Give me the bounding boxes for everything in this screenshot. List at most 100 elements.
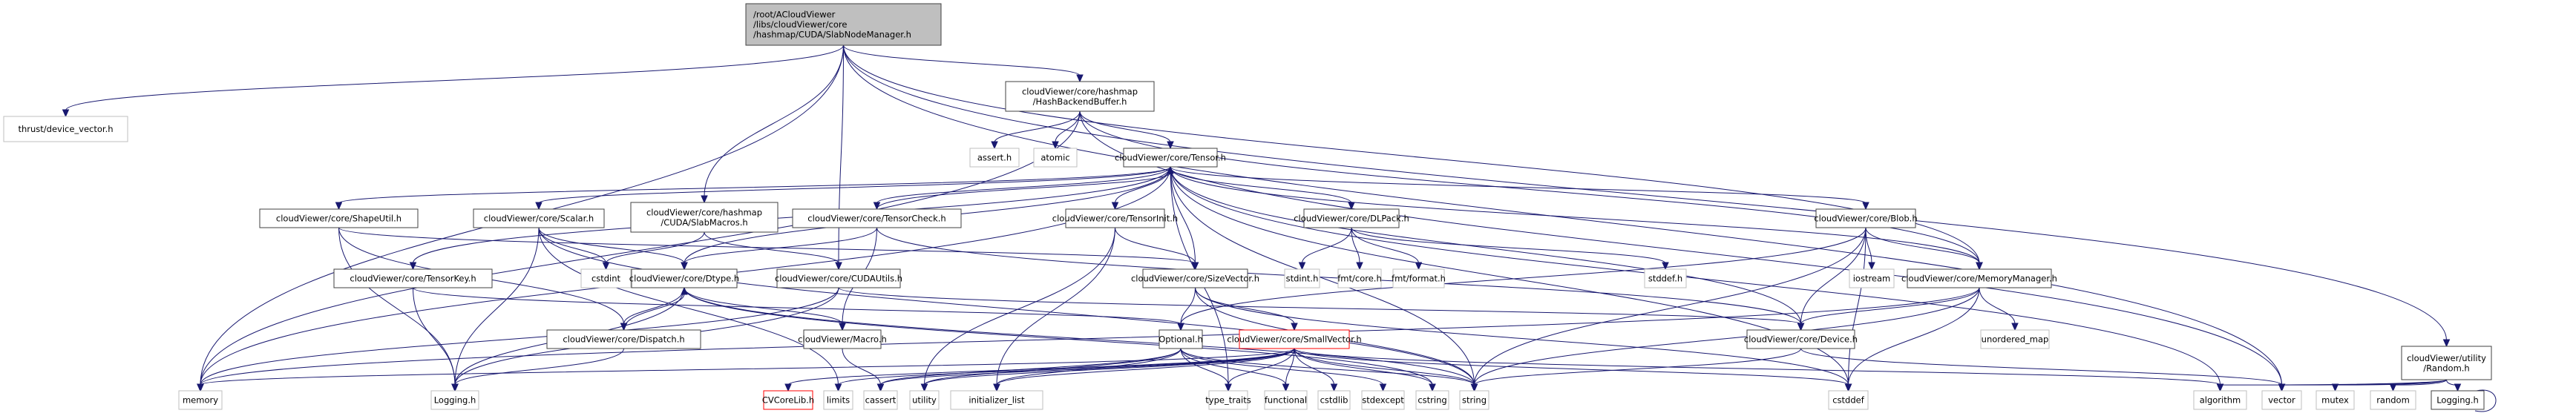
arrowhead-icon	[451, 383, 459, 392]
node-label: cloudViewer/core/TensorCheck.h	[807, 214, 945, 224]
arrowhead-icon	[1844, 383, 1852, 392]
edge-tensor-to-algorithm	[1170, 166, 2221, 386]
edge-root-to-thrust	[65, 44, 844, 111]
node-label: cstdint	[591, 274, 621, 284]
arrowhead-icon	[335, 202, 343, 211]
node-sizevector[interactable]: cloudViewer/core/SizeVector.h	[1131, 268, 1259, 288]
edge-tensor-to-sizevector	[1170, 166, 1196, 264]
node-random[interactable]: cloudViewer/utility/Random.h	[2401, 346, 2492, 380]
node-label: cloudViewer/core/hashmap	[1022, 86, 1138, 96]
node-box	[2261, 390, 2302, 410]
node-random_std: random	[2370, 390, 2416, 410]
arrowhead-icon	[993, 383, 1000, 392]
edge-cudautils-to-device	[838, 287, 1801, 325]
node-label: type_traits	[1205, 395, 1251, 406]
node-box	[763, 390, 813, 410]
edge-tensorkey-to-optional	[413, 287, 1182, 325]
node-label: iostream	[1853, 274, 1891, 284]
arrowhead-icon	[2278, 383, 2286, 392]
node-label: functional	[1265, 395, 1307, 406]
edge-scalar-to-logging	[454, 227, 540, 386]
node-box	[2193, 390, 2247, 410]
edge-scalar-to-cstdint	[538, 227, 606, 264]
arrowhead-icon	[2011, 323, 2019, 331]
arrowhead-icon	[1356, 262, 1363, 271]
arrowhead-icon	[1862, 202, 1869, 211]
node-macro[interactable]: cloudViewer/Macro.h	[798, 329, 887, 349]
node-label: cloudViewer/core/ShapeUtil.h	[276, 214, 402, 224]
edge-tensorkey-to-logging	[413, 287, 456, 386]
node-label: Logging.h	[434, 395, 476, 406]
node-root[interactable]: /root/ACloudViewer/libs/cloudViewer/core…	[745, 3, 942, 46]
arrowhead-icon	[991, 141, 998, 150]
node-memmgr[interactable]: cloudViewer/core/MemoryManager.h	[1901, 268, 2057, 288]
node-box	[1907, 268, 2052, 288]
node-stddef: stddef.h	[1644, 268, 1687, 288]
node-type_traits: type_traits	[1205, 390, 1251, 410]
edge-shapeutil-to-sizevector	[338, 227, 1196, 264]
edge-logging-self-loop	[2474, 389, 2497, 412]
arrowhead-icon	[873, 202, 881, 211]
edge-root-to-slabmacros	[704, 44, 844, 197]
edge-tensor-to-device	[1170, 166, 1801, 325]
node-label: stddef.h	[1648, 274, 1682, 284]
arrowhead-icon	[1167, 165, 1174, 174]
node-tensorcheck[interactable]: cloudViewer/core/TensorCheck.h	[792, 208, 962, 228]
edge-smallvector-to-utility	[924, 348, 1295, 386]
edge-memmgr-to-memory	[200, 287, 1980, 386]
edge-dlpack-to-stddef	[1351, 227, 1666, 264]
edge-random-to-vector	[2281, 379, 2447, 386]
node-label: cloudViewer/core/SmallVector.h	[1227, 334, 1361, 345]
node-shapeutil[interactable]: cloudViewer/core/ShapeUtil.h	[259, 208, 419, 228]
node-label: cstring	[1418, 395, 1446, 406]
node-label: cloudViewer/core/SizeVector.h	[1131, 274, 1259, 284]
node-blob[interactable]: cloudViewer/core/Blob.h	[1814, 208, 1918, 228]
arrowhead-icon	[839, 323, 846, 331]
arrowhead-icon	[784, 383, 792, 392]
node-cvcorelib[interactable]: CVCoreLib.h	[762, 390, 814, 410]
node-label: vector	[2268, 395, 2295, 406]
node-box	[1746, 329, 1855, 349]
edge-smallvector-to-cvcorelib	[787, 348, 1295, 386]
arrowhead-icon	[2331, 383, 2339, 392]
node-tensorinit[interactable]: cloudViewer/core/TensorInit.h	[1052, 208, 1178, 228]
node-assert: assert.h	[969, 148, 1020, 168]
edge-tensorcheck-to-tensor	[876, 172, 1171, 210]
node-smallvector[interactable]: cloudViewer/core/SmallVector.h	[1227, 329, 1362, 349]
node-device[interactable]: cloudViewer/core/Device.h	[1744, 329, 1858, 349]
edge-dispatch-to-logging	[454, 348, 624, 386]
node-tensor[interactable]: cloudViewer/core/Tensor.h	[1115, 148, 1226, 168]
node-label: cstdlib	[1320, 395, 1348, 406]
edge-root-to-hbb	[843, 44, 1081, 76]
edge-blob-to-memmgr	[1865, 227, 1980, 264]
node-label: string	[1462, 395, 1487, 406]
edge-hbb-to-memory	[200, 110, 1081, 386]
edge-slabmacros-to-cstdint	[606, 231, 705, 264]
node-stdint: stdint.h	[1284, 268, 1320, 288]
edge-dlpack-to-fmtformat	[1351, 227, 1419, 264]
edge-device-to-vector	[1800, 348, 2282, 386]
node-dlpack[interactable]: cloudViewer/core/DLPack.h	[1294, 208, 1409, 228]
node-logging2[interactable]: Logging.h	[2431, 390, 2485, 410]
edge-tensor-to-string	[1170, 166, 1475, 386]
edge-tensorcheck-to-dtype	[684, 227, 877, 264]
node-scalar[interactable]: cloudViewer/core/Scalar.h	[473, 208, 605, 228]
node-tensorkey[interactable]: cloudViewer/core/TensorKey.h	[333, 268, 493, 288]
node-box	[1005, 81, 1155, 112]
node-label: cloudViewer/core/Dtype.h	[629, 274, 739, 284]
node-label: cloudViewer/Macro.h	[798, 334, 887, 345]
node-dispatch[interactable]: cloudViewer/core/Dispatch.h	[546, 329, 701, 349]
arrowhead-icon	[681, 286, 688, 295]
node-thrust: thrust/device_vector.h	[3, 116, 128, 142]
node-slabmacros[interactable]: cloudViewer/core/hashmap/CUDA/SlabMacros…	[630, 202, 779, 233]
edge-tensor-to-scalar	[538, 166, 1171, 204]
node-algorithm: algorithm	[2193, 390, 2247, 410]
arrowhead-icon	[602, 262, 610, 271]
arrowhead-icon	[920, 383, 928, 392]
node-optional[interactable]: Optional.h	[1158, 329, 1203, 349]
node-dtype[interactable]: cloudViewer/core/Dtype.h	[629, 268, 739, 288]
node-cstdint: cstdint	[580, 268, 632, 288]
node-cudautils[interactable]: cloudViewer/core/CUDAUtils.h	[775, 268, 902, 288]
node-hbb[interactable]: cloudViewer/core/hashmap/HashBackendBuff…	[1005, 81, 1155, 112]
